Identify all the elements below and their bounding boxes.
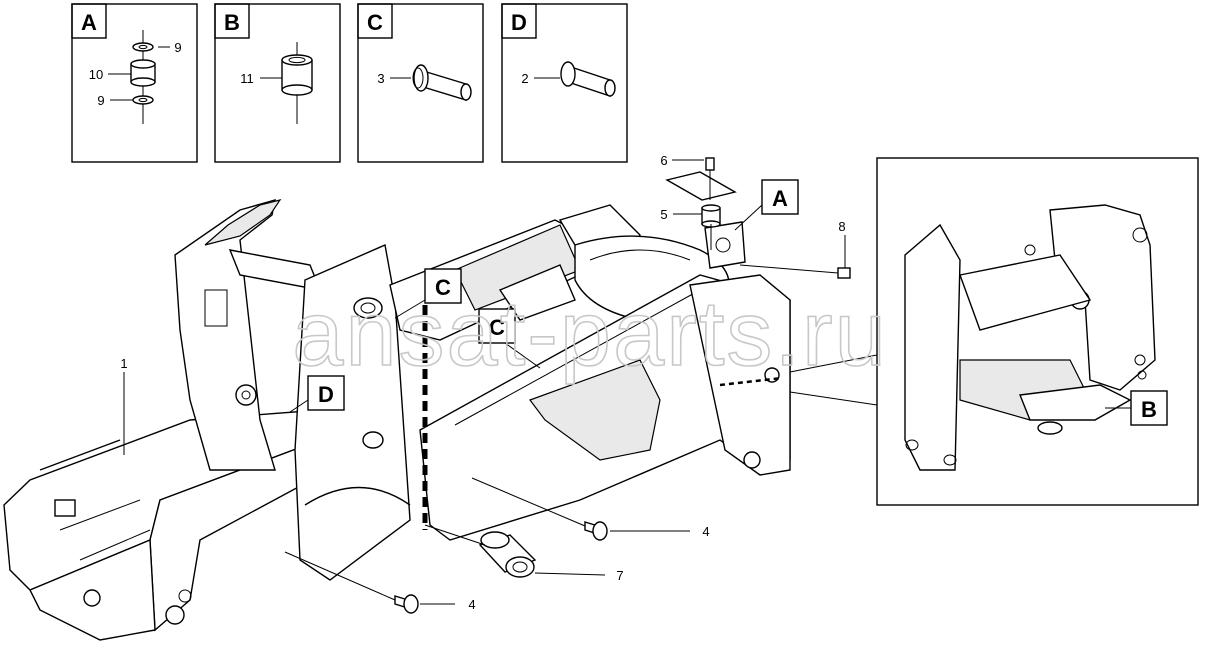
detail-box-a: A 9 10 9	[71, 3, 198, 163]
detail-box-a-part-9-top: 9	[174, 40, 181, 55]
callout-d-main: D	[289, 375, 345, 413]
bushing-7	[424, 524, 606, 578]
detail-box-d: D 2	[501, 3, 628, 163]
detail-box-c-letter: C	[367, 10, 383, 35]
detail-box-c: C 3	[357, 3, 484, 163]
detail-box-d-letter: D	[511, 10, 527, 35]
callout-a-main: A	[734, 179, 799, 231]
main-frame: 8 6 5 4	[3, 153, 851, 641]
center-plate	[294, 244, 411, 581]
pin-2	[560, 61, 616, 97]
svg-text:C: C	[489, 315, 505, 340]
callout-c-main: C	[394, 268, 462, 319]
bolt-8	[739, 235, 851, 279]
part-number-7: 7	[616, 568, 623, 583]
detail-box-b: B 11	[214, 3, 341, 163]
svg-text:D: D	[318, 382, 334, 407]
detail-box-b-part-11: 11	[240, 71, 254, 86]
detail-box-b-letter: B	[224, 10, 240, 35]
washer-9-bottom	[132, 95, 154, 105]
detail-box-a-part-10: 10	[89, 67, 103, 82]
part-number-1: 1	[120, 356, 127, 371]
svg-text:A: A	[772, 186, 788, 211]
detail-box-a-part-9-bottom: 9	[97, 93, 104, 108]
washer-9-top	[132, 42, 154, 52]
part-number-6: 6	[660, 153, 667, 168]
part-number-4-lower: 4	[468, 597, 475, 612]
part-number-4-right: 4	[702, 524, 709, 539]
pin-3	[412, 64, 472, 101]
part-number-5: 5	[660, 207, 667, 222]
callout-b-inset: B	[1141, 397, 1157, 422]
detail-box-c-part-3: 3	[377, 71, 384, 86]
detail-box-a-letter: A	[81, 10, 97, 35]
part-number-8: 8	[838, 219, 845, 234]
plate-6	[665, 157, 737, 201]
bushing-5	[673, 204, 721, 250]
detail-box-d-part-2: 2	[521, 71, 528, 86]
inset-detail: B	[789, 157, 1199, 506]
bolt-4-right	[471, 477, 690, 541]
callout-c-second: C	[478, 308, 541, 369]
svg-text:C: C	[435, 275, 451, 300]
watermark: ansat-parts.ru	[292, 283, 888, 385]
bolt-4-lower	[284, 551, 455, 614]
